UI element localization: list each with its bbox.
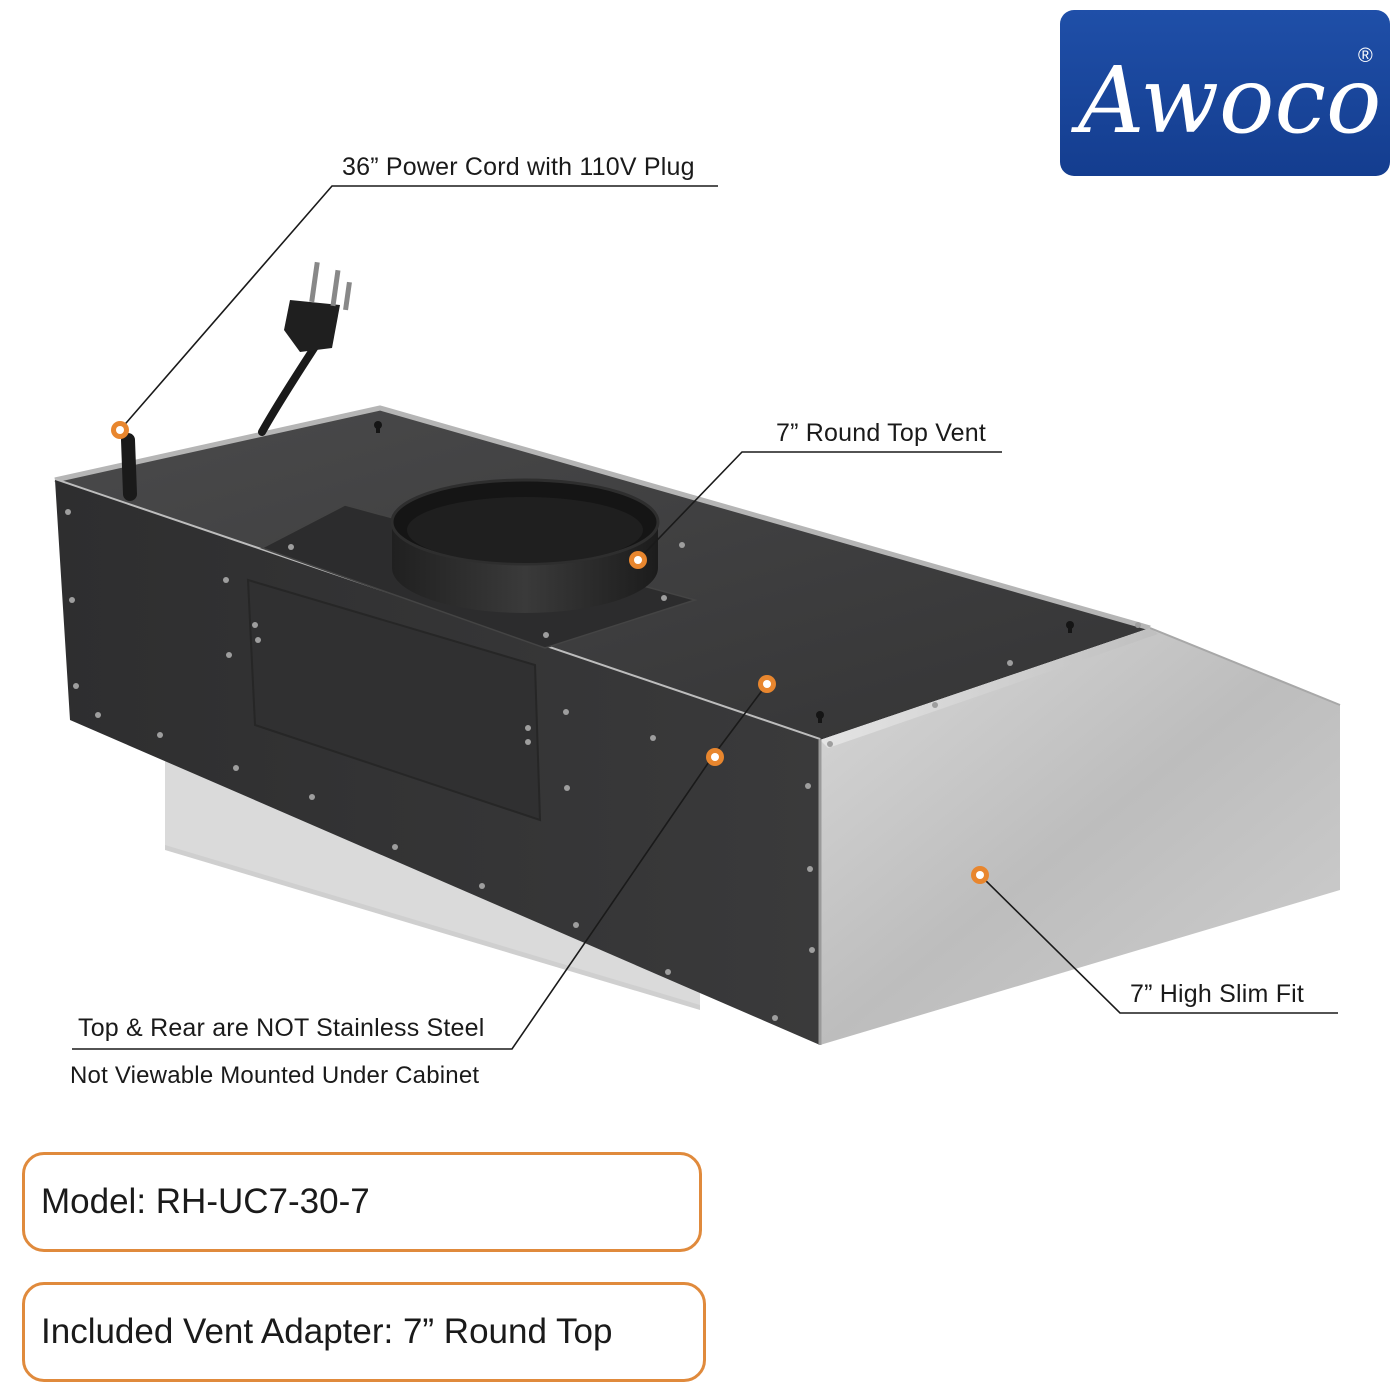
screws [65,509,1141,1021]
logo-wordmark: Awoco [1070,47,1381,154]
callout-markers [111,421,989,884]
registered-mark: ® [1358,45,1373,67]
callout-slim-fit: 7” High Slim Fit [1130,980,1305,1008]
model-box: Model: RH-UC7-30-7 [22,1152,702,1252]
stainless-front [818,627,1341,1045]
callout-not-stainless: Top & Rear are NOT Stainless Steel [78,1014,485,1042]
leader-lines [72,185,1338,1050]
power-cord [121,261,352,501]
model-text: Model: RH-UC7-30-7 [41,1182,370,1221]
callout-round-vent: 7” Round Top Vent [776,419,987,447]
callout-power-cord: 36” Power Cord with 110V Plug [342,153,695,181]
vent-adapter-text: Included Vent Adapter: 7” Round Top [41,1312,613,1351]
round-vent [260,478,698,649]
marker-top [758,675,776,693]
vent-adapter-box: Included Vent Adapter: 7” Round Top [22,1282,706,1382]
marker-power-cord [111,421,129,439]
marker-rear [706,748,724,766]
marker-slim-fit [971,866,989,884]
callout-not-viewable: Not Viewable Mounted Under Cabinet [70,1062,480,1089]
brand-logo: Awoco ® [1060,10,1390,176]
hood-rear-panel [55,480,820,1045]
keyholes [374,421,1074,723]
marker-round-vent [629,551,647,569]
